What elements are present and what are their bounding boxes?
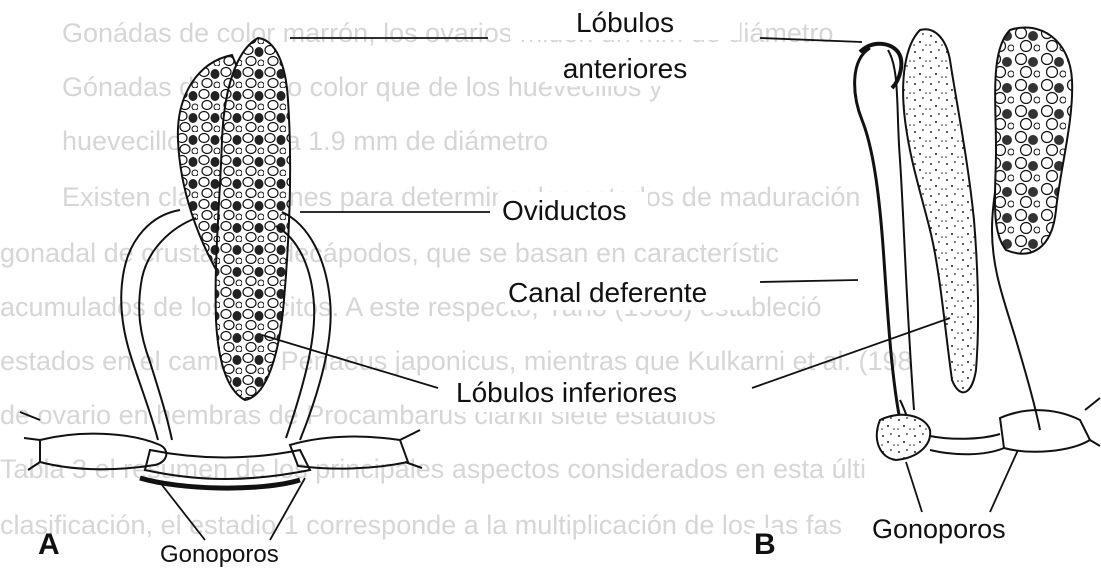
testis-right-mass bbox=[995, 27, 1072, 253]
sternite bbox=[145, 450, 310, 479]
label-vas-deferens: Canal deferente bbox=[508, 278, 707, 308]
coxa-left-b bbox=[877, 415, 930, 460]
leader-anterior-right bbox=[760, 38, 862, 42]
label-anterior-lobes-line2: anteriores bbox=[545, 54, 705, 84]
leader-gono-b-right bbox=[990, 450, 1018, 512]
leader-gono-b-left bbox=[906, 462, 922, 512]
female-reproductive-system bbox=[20, 38, 422, 488]
label-gonopores-b: Gonoporos bbox=[872, 514, 1006, 544]
panel-label-a: A bbox=[38, 528, 60, 562]
label-anterior-lobes-line1: Lóbulos bbox=[520, 8, 730, 38]
leg-right-b bbox=[1085, 398, 1100, 446]
leader-deferente bbox=[760, 280, 858, 282]
coxa-right-b bbox=[1000, 410, 1090, 452]
connecting-segment bbox=[930, 434, 1004, 454]
leader-inferior-right bbox=[752, 318, 950, 388]
testis-left-lobe bbox=[855, 48, 900, 420]
leader-inferior-left bbox=[262, 335, 438, 388]
male-reproductive-system bbox=[855, 27, 1100, 460]
label-oviducts: Oviductos bbox=[502, 196, 627, 226]
panel-label-b: B bbox=[750, 528, 780, 562]
testis-middle-lobe bbox=[903, 29, 978, 392]
leader-gono-a-left bbox=[162, 485, 205, 540]
oviduct-left bbox=[121, 210, 180, 440]
label-gonopores-a: Gonoporos bbox=[160, 540, 279, 570]
leg-left bbox=[20, 412, 40, 470]
label-inferior-lobes: Lóbulos inferiores bbox=[456, 378, 677, 408]
oviduct-right bbox=[282, 212, 331, 440]
ovary-right-lobe bbox=[216, 38, 290, 400]
